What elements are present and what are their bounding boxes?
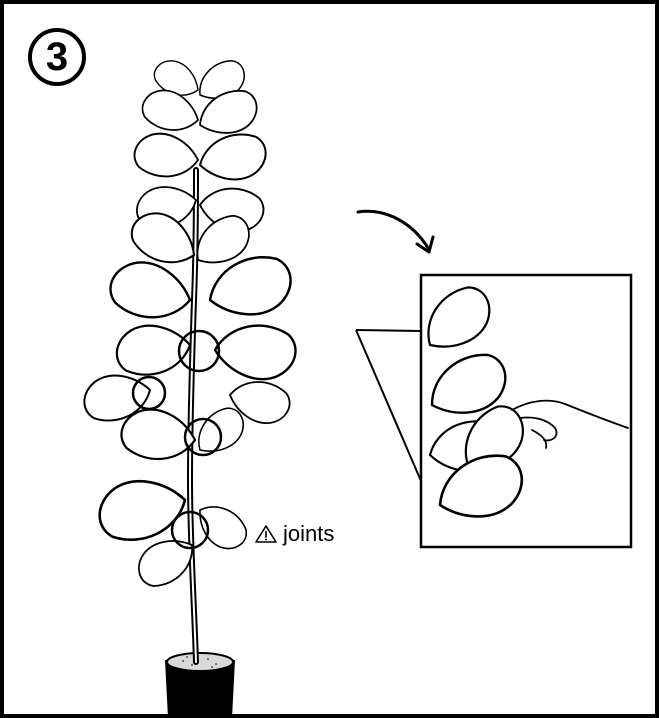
step-badge: 3 <box>28 28 86 86</box>
joints-callout: joints <box>255 521 334 547</box>
step-number: 3 <box>46 37 68 77</box>
warning-triangle-icon <box>255 524 277 544</box>
curved-arrow-icon <box>358 211 433 252</box>
plant-pot <box>165 653 235 718</box>
joints-label: joints <box>283 521 334 547</box>
detail-inset <box>356 275 631 547</box>
